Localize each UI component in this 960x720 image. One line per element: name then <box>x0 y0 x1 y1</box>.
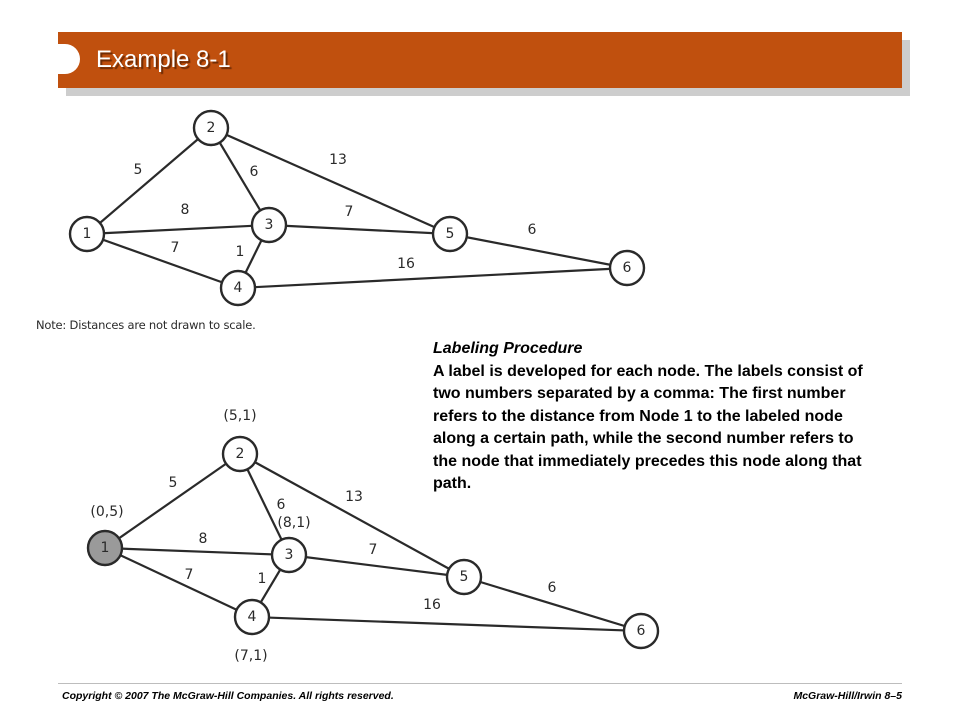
weight-top-2-5: 13 <box>329 152 347 168</box>
weight-bottom-1-2: 5 <box>169 475 178 491</box>
footer-copyright: Copyright © 2007 The McGraw-Hill Compani… <box>62 690 394 702</box>
edge-bottom-1-3 <box>104 546 290 557</box>
weight-bottom-1-4: 7 <box>185 567 194 583</box>
node-bottom-1 <box>86 529 124 567</box>
weight-top-1-3: 8 <box>181 202 190 218</box>
node-bottom-2-label: 2 <box>236 446 245 462</box>
node-top-1 <box>68 215 106 253</box>
edge-top-3-5 <box>268 223 451 236</box>
weight-top-3-5: 7 <box>345 204 354 220</box>
node-bottom-3-label: 3 <box>285 547 294 563</box>
weight-bottom-3-4: 1 <box>258 571 267 587</box>
node-top-5-label: 5 <box>446 226 455 242</box>
weight-top-1-4: 7 <box>171 240 180 256</box>
weight-top-3-4: 1 <box>236 244 245 260</box>
node-top-2-label: 2 <box>207 120 216 136</box>
node-top-6 <box>608 249 646 287</box>
node-bottom-6-label: 6 <box>637 623 646 639</box>
node-top-4-label: 4 <box>234 280 243 296</box>
weight-bottom-1-3: 8 <box>199 531 208 547</box>
edge-bottom-2-5 <box>239 453 465 578</box>
weight-top-1-2: 5 <box>134 162 143 178</box>
banner-tab <box>40 44 80 74</box>
weight-bottom-5-6: 6 <box>548 580 557 596</box>
node-top-5 <box>431 215 469 253</box>
edge-bottom-1-2 <box>104 453 241 549</box>
procedure-text: A label is developed for each node. The … <box>433 362 863 493</box>
node-label-tag-4: (7,1) <box>234 648 267 664</box>
node-top-1-label: 1 <box>83 226 92 242</box>
edge-top-1-3 <box>86 223 270 236</box>
node-top-6-label: 6 <box>623 260 632 276</box>
weight-bottom-2-5: 13 <box>345 489 363 505</box>
edge-bottom-5-6 <box>463 575 642 633</box>
node-label-tag-1: (0,5) <box>90 504 123 520</box>
edge-bottom-4-6 <box>251 615 642 633</box>
node-top-4 <box>219 269 257 307</box>
diagram-bottom: 5 8 7 6 13 1 7 16 6 1 2 3 4 5 6 (0,5) (5… <box>86 408 660 664</box>
node-top-3 <box>250 206 288 244</box>
node-label-tag-3: (8,1) <box>277 515 310 531</box>
weight-bottom-4-6: 16 <box>423 597 441 613</box>
node-bottom-3 <box>270 536 308 574</box>
node-top-2 <box>192 109 230 147</box>
node-bottom-5-label: 5 <box>460 569 469 585</box>
weight-bottom-2-3: 6 <box>277 497 286 513</box>
edge-top-5-6 <box>449 232 628 270</box>
weight-bottom-3-5: 7 <box>369 542 378 558</box>
edge-bottom-1-4 <box>104 547 253 618</box>
node-bottom-2 <box>221 435 259 473</box>
node-bottom-1-label: 1 <box>101 540 110 556</box>
edge-top-4-6 <box>237 266 628 290</box>
diagram-top: 5 8 7 6 13 1 7 16 6 1 2 3 4 5 6 <box>68 109 646 307</box>
node-top-3-label: 3 <box>265 217 274 233</box>
weight-top-2-3: 6 <box>250 164 259 180</box>
weight-top-4-6: 16 <box>397 256 415 272</box>
procedure-heading: Labeling Procedure <box>433 340 583 357</box>
labeling-procedure: Labeling Procedure A label is developed … <box>433 338 873 496</box>
title-banner <box>58 32 902 88</box>
edge-top-2-5 <box>210 126 451 236</box>
scale-note: Note: Distances are not drawn to scale. <box>36 318 256 332</box>
footer-page-ref: McGraw-Hill/Irwin 8–5 <box>793 690 902 702</box>
node-label-tag-2: (5,1) <box>223 408 256 424</box>
slide-title: Example 8-1 <box>96 46 231 73</box>
edge-top-2-3 <box>210 127 270 226</box>
node-bottom-4 <box>233 598 271 636</box>
edge-bottom-2-3 <box>239 453 290 556</box>
footer-divider <box>58 683 902 684</box>
edge-top-1-4 <box>86 232 239 290</box>
edge-top-1-2 <box>86 127 212 235</box>
edge-bottom-3-5 <box>288 553 465 579</box>
node-bottom-5 <box>445 558 483 596</box>
node-bottom-4-label: 4 <box>248 609 257 625</box>
node-bottom-6 <box>622 612 660 650</box>
weight-top-5-6: 6 <box>528 222 537 238</box>
